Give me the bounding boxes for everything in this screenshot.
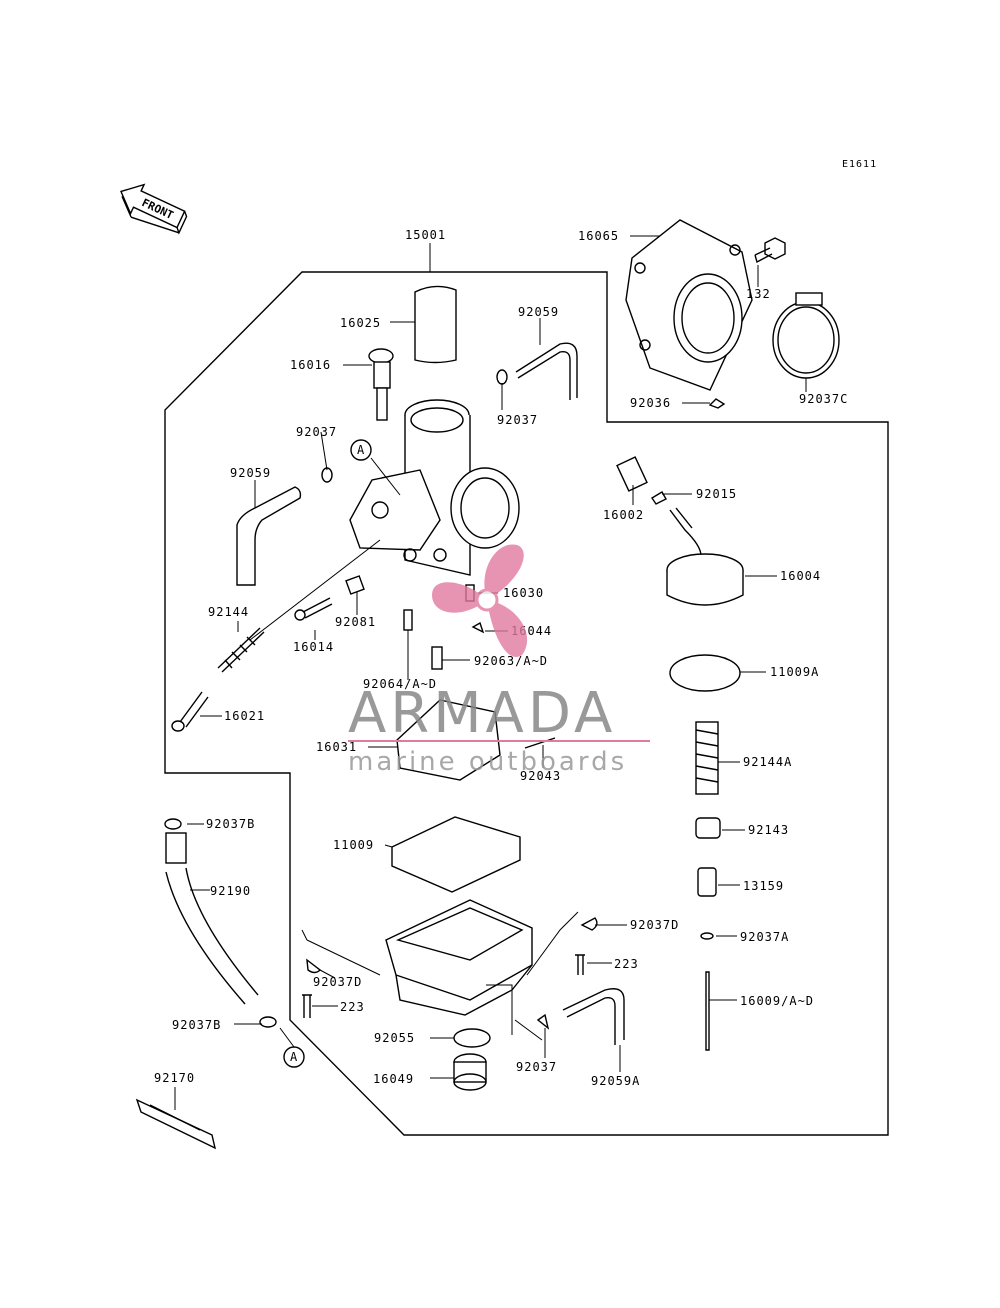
label-223-right: 223 (614, 957, 639, 971)
label-92037b-bottom: 92037B (172, 1018, 221, 1032)
label-92037b-top: 92037B (206, 817, 255, 831)
label-92037-left: 92037 (296, 425, 337, 439)
hose-92059-left-part (236, 486, 302, 586)
clip-92037-top-part (496, 369, 508, 385)
label-92064: 92064/A~D (363, 677, 437, 691)
label-92037-top: 92037 (497, 413, 538, 427)
cap-16004-part (666, 507, 744, 606)
jet-92063-part (431, 646, 443, 670)
label-16016: 16016 (290, 358, 331, 372)
oring-92055-part (453, 1028, 491, 1048)
label-13159: 13159 (743, 879, 784, 893)
washer-16044-part (471, 621, 485, 634)
front-arrow-icon: FRONT (120, 183, 188, 235)
label-92037-bottom: 92037 (516, 1060, 557, 1074)
label-11009: 11009 (333, 838, 374, 852)
hose-92190-end-part (165, 832, 187, 864)
label-16031: 16031 (316, 740, 357, 754)
label-92059-left: 92059 (230, 466, 271, 480)
callout-a-top: A (350, 439, 372, 461)
screw-16021-part (171, 691, 209, 732)
screw-92015-part (651, 491, 667, 505)
label-16002: 16002 (603, 508, 644, 522)
float-bowl-part (385, 899, 533, 1016)
diagram-code: E1611 (842, 159, 877, 170)
label-92144: 92144 (208, 605, 249, 619)
svg-text:A: A (290, 1050, 298, 1064)
label-92143: 92143 (748, 823, 789, 837)
screw-16014-part (294, 597, 333, 621)
bolt-132-part (754, 237, 786, 264)
label-92037d-left: 92037D (313, 975, 362, 989)
label-92036: 92036 (630, 396, 671, 410)
label-92081: 92081 (335, 615, 376, 629)
label-92037d-right: 92037D (630, 918, 679, 932)
label-16025: 16025 (340, 316, 381, 330)
clip-92037d-right-part (580, 917, 598, 931)
screw-16016-part (368, 348, 394, 421)
pin-92043-part (524, 737, 556, 749)
label-223-left: 223 (340, 1000, 365, 1014)
screw-223-left-part (302, 994, 312, 1018)
label-92190: 92190 (210, 884, 251, 898)
watermark-tagline: marine outboards (348, 747, 627, 777)
gasket-11009-part (391, 816, 521, 893)
intake-holder-part (625, 219, 753, 391)
jet-92064-part (403, 609, 413, 631)
label-92037c: 92037C (799, 392, 848, 406)
clip-92037b-top-part (164, 818, 182, 830)
valve-16002-part (616, 456, 648, 492)
label-16065: 16065 (578, 229, 619, 243)
hose-92059-top-part (515, 342, 578, 400)
spring-92144a-part (695, 721, 719, 795)
spring-92081-part (345, 575, 365, 595)
carburetor-body-part (349, 399, 520, 576)
clip-92037b-bottom-part (259, 1016, 277, 1028)
label-92043: 92043 (520, 769, 561, 783)
label-16030: 16030 (503, 586, 544, 600)
clip-92037-left-part (321, 467, 333, 483)
label-16004: 16004 (780, 569, 821, 583)
label-16021: 16021 (224, 709, 265, 723)
clip-92037a-part (700, 932, 714, 940)
label-92170: 92170 (154, 1071, 195, 1085)
label-15001: 15001 (405, 228, 446, 242)
label-92059-top: 92059 (518, 305, 559, 319)
clip-92036-part (708, 398, 726, 409)
label-92144a: 92144A (743, 755, 792, 769)
label-92015: 92015 (696, 487, 737, 501)
oring-11009a-part (669, 654, 741, 692)
label-92037a: 92037A (740, 930, 789, 944)
clip-92037d-left-part (306, 958, 322, 974)
screw-223-right-part (575, 954, 585, 975)
needle-13159-part (697, 867, 717, 897)
hose-92059a-part (562, 988, 625, 1045)
clip-92037-bottom-part (536, 1013, 550, 1030)
svg-text:A: A (357, 443, 365, 457)
cap-92143-part (695, 817, 721, 839)
needle-16009-part (705, 971, 710, 1051)
label-16014: 16014 (293, 640, 334, 654)
watermark-logo-icon (432, 544, 528, 657)
label-16009: 16009/A~D (740, 994, 814, 1008)
label-16049: 16049 (373, 1072, 414, 1086)
callout-a-bottom: A (283, 1046, 305, 1068)
watermark-brand: ARMADA (348, 681, 616, 746)
label-92063: 92063/A~D (474, 654, 548, 668)
label-92055: 92055 (374, 1031, 415, 1045)
label-92059a: 92059A (591, 1074, 640, 1088)
assembly-boundary (164, 271, 889, 1136)
hose-92190-part (165, 867, 259, 1005)
spring-92144-part (217, 627, 265, 673)
clamp-92037c-part (772, 292, 840, 379)
label-11009a: 11009A (770, 665, 819, 679)
strap-92170-part (135, 1098, 217, 1150)
cap-16025-part (414, 285, 457, 364)
label-132: 132 (746, 287, 771, 301)
plug-16049-part (453, 1053, 487, 1091)
